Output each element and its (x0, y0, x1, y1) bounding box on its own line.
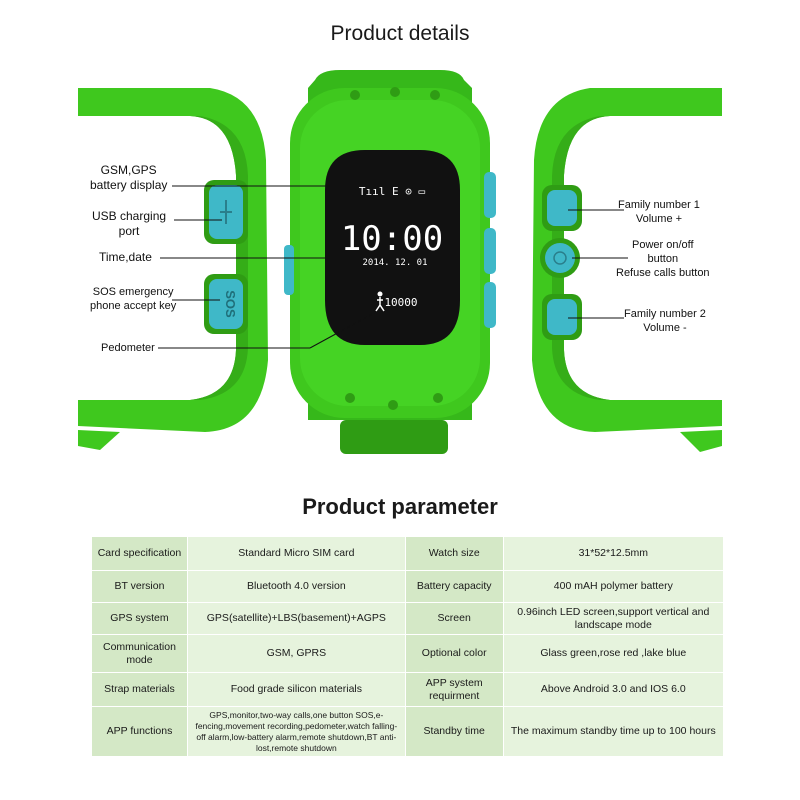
param-value: GPS(satellite)+LBS(basement)+AGPS (186, 602, 406, 635)
param-value: GPS,monitor,two-way calls,one button SOS… (186, 706, 406, 757)
callout-gsm-gps: GSM,GPS battery display (90, 163, 168, 192)
callout-family-number-1: Family number 1 Volume + (618, 199, 700, 225)
left-strap: SOS (78, 88, 268, 450)
callout-family-number-2: Family number 2 Volume - (624, 308, 706, 334)
callout-pedometer: Pedometer (101, 342, 155, 354)
screen-date: 2014. 12. 01 (362, 258, 427, 268)
param-value: 31*52*12.5mm (502, 536, 725, 571)
param-value: Glass green,rose red ,lake blue (502, 634, 725, 673)
walker-icon (375, 291, 385, 312)
screen-steps: 10000 (384, 296, 417, 309)
param-value: Food grade silicon materials (186, 672, 406, 707)
callout-power-button: Power on/off button Refuse calls button (616, 239, 710, 279)
watch-illustration: SOS Tııl E ⊙ ▭ 10:00 2014. 12. 01 10000 (78, 70, 722, 454)
watch-body: Tııl E ⊙ ▭ 10:00 2014. 12. 01 10000 (284, 70, 496, 454)
param-value: Above Android 3.0 and IOS 6.0 (502, 672, 725, 707)
right-strap (532, 88, 722, 452)
param-value: 0.96inch LED screen,support vertical and… (502, 602, 725, 635)
param-key: Card specification (91, 536, 188, 571)
table-row: Strap materials Food grade silicon mater… (91, 672, 725, 707)
product-details-title: Product details (330, 22, 470, 45)
param-key: APP functions (91, 706, 188, 757)
param-key: GPS system (91, 602, 188, 635)
product-parameter-title: Product parameter (302, 494, 498, 519)
parameter-table: Card specification Standard Micro SIM ca… (91, 536, 725, 757)
param-key: Battery capacity (404, 570, 504, 603)
table-row: APP functions GPS,monitor,two-way calls,… (91, 706, 725, 757)
param-value: Bluetooth 4.0 version (186, 570, 406, 603)
param-value: 400 mAH polymer battery (502, 570, 725, 603)
param-key: APP system requirment (404, 672, 504, 707)
param-key: BT version (91, 570, 188, 603)
param-value: Standard Micro SIM card (186, 536, 406, 571)
param-key: Screen (404, 602, 504, 635)
table-row: Communication mode GSM, GPRS Optional co… (91, 634, 725, 673)
callout-lines (158, 185, 628, 349)
param-value: GSM, GPRS (186, 634, 406, 673)
param-value: The maximum standby time up to 100 hours (502, 706, 725, 757)
param-key: Optional color (404, 634, 504, 673)
param-key: Watch size (404, 536, 504, 571)
callout-sos-key: SOS emergency phone accept key (90, 286, 177, 312)
table-row: BT version Bluetooth 4.0 version Battery… (91, 570, 725, 603)
callout-usb-charging-port: USB charging port (92, 209, 167, 238)
param-key: Communication mode (91, 634, 188, 673)
table-row: Card specification Standard Micro SIM ca… (91, 536, 725, 571)
param-key: Strap materials (91, 672, 188, 707)
param-key: Standby time (404, 706, 504, 757)
sos-key-label: SOS (223, 290, 238, 318)
screen-status: Tııl E ⊙ ▭ (359, 185, 426, 198)
screen-time: 10:00 (341, 219, 443, 259)
callout-time-date: Time,date (99, 250, 152, 264)
table-row: GPS system GPS(satellite)+LBS(basement)+… (91, 602, 725, 635)
